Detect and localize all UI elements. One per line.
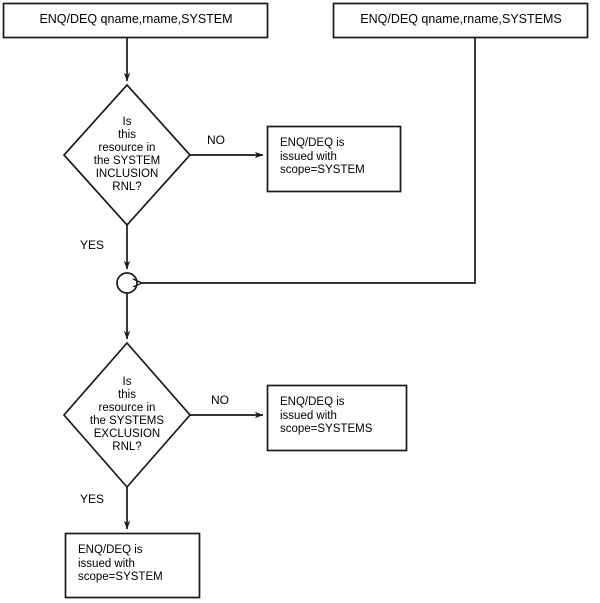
node-result-scope-system-top-shape [266,125,402,193]
node-start-systems-shape [332,2,589,39]
node-decision-inclusion-shape [62,83,192,227]
node-junction-shape [116,272,138,294]
node-start-system-shape [2,2,269,39]
node-result-scope-systems-shape [266,384,408,452]
node-decision-exclusion-shape [62,341,192,489]
node-result-scope-system-bottom-shape [64,532,201,599]
edge-start-systems-to-junction [141,37,476,284]
